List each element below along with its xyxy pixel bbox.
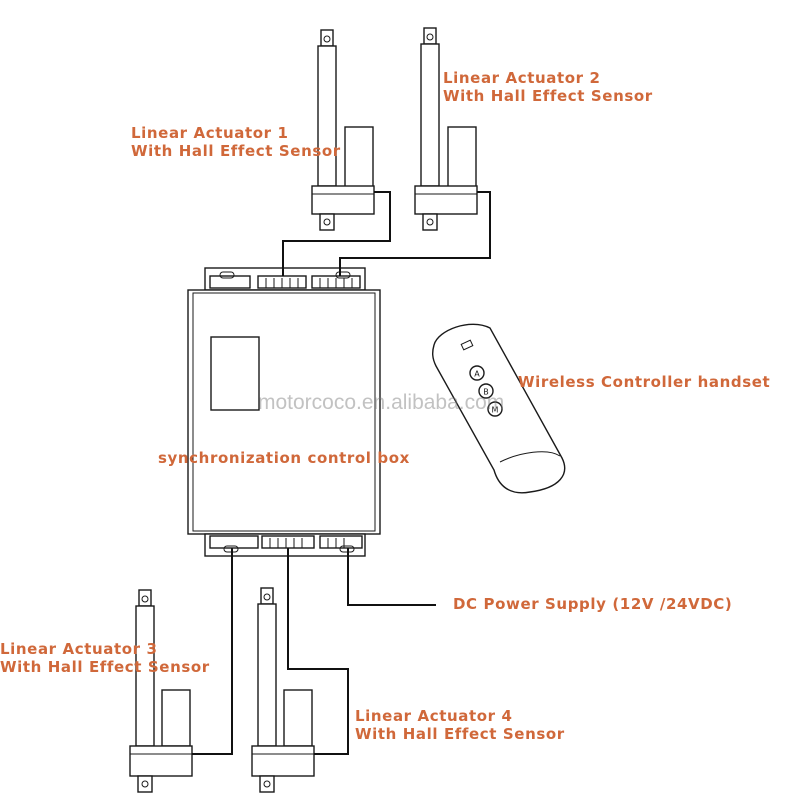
remote-button-m-label: M: [492, 406, 499, 415]
control-box-label: synchronization control box: [158, 449, 410, 467]
wiring: [192, 191, 491, 755]
actuator-3-title: Linear Actuator 3: [0, 640, 158, 658]
actuator-3-label: Linear Actuator 3 With Hall Effect Senso…: [0, 640, 210, 676]
actuator-1-title: Linear Actuator 1: [131, 124, 289, 142]
actuator-4-label: Linear Actuator 4 With Hall Effect Senso…: [355, 707, 565, 743]
linear-actuator-3: [129, 589, 193, 793]
linear-actuator-4: [251, 587, 315, 793]
actuator-4-title: Linear Actuator 4: [355, 707, 513, 725]
wireless-remote: A B M: [431, 323, 566, 494]
linear-actuator-1: [311, 29, 375, 231]
remote-button-m: [487, 401, 503, 417]
actuator-2-subtitle: With Hall Effect Sensor: [443, 87, 653, 105]
power-supply-label: DC Power Supply (12V /24VDC): [453, 595, 733, 613]
watermark: motorcoco.en.alibaba.com: [258, 391, 505, 414]
remote-button-b-label: B: [483, 388, 489, 397]
remote-button-a: [469, 365, 485, 381]
actuator-3-subtitle: With Hall Effect Sensor: [0, 658, 210, 676]
linear-actuator-2: [414, 27, 478, 231]
actuator-4-subtitle: With Hall Effect Sensor: [355, 725, 565, 743]
wireless-controller-label: Wireless Controller handset: [518, 373, 771, 391]
actuator-2-label: Linear Actuator 2 With Hall Effect Senso…: [443, 69, 653, 105]
actuator-2-title: Linear Actuator 2: [443, 69, 601, 87]
synchronization-control-box: [187, 267, 381, 557]
remote-button-b: [478, 383, 494, 399]
actuator-1-label: Linear Actuator 1 With Hall Effect Senso…: [131, 124, 341, 160]
actuator-1-subtitle: With Hall Effect Sensor: [131, 142, 341, 160]
remote-button-a-label: A: [474, 370, 480, 379]
